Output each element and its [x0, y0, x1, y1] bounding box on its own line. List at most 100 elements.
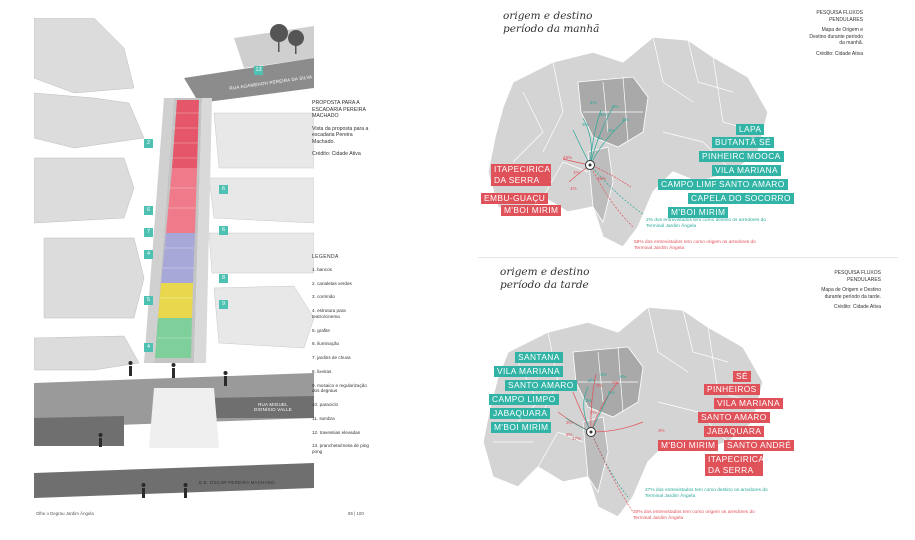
afternoon-info-credit: Crédito: Cidade Ativa — [834, 304, 881, 310]
morning-pct-teal: 5% — [612, 104, 619, 109]
footer-page: 85 | 100 — [348, 511, 364, 516]
afternoon-origin-tag: SÉ — [733, 371, 751, 382]
afternoon-info-title: PESQUISA FLUXOS PENDULARES — [834, 270, 881, 283]
afternoon-origin-tag: JABAQUARA — [704, 426, 765, 437]
marker-8: 8 — [219, 274, 228, 283]
proposal-credit: Crédito: Cidade Ativa — [312, 151, 361, 157]
marker-4a: 4 — [144, 250, 153, 259]
legend-item: 7. jardins de chuva — [312, 355, 351, 361]
morning-dest-tag: CAPELA DO SOCORRO — [688, 193, 794, 204]
street-label-bottom: E.E. OSCAR PEREIRA MACHADO — [199, 480, 275, 485]
footer-left: Olhe o Degrau Jardim Ângela — [36, 511, 94, 516]
morning-dest-tag: SÉ — [756, 137, 774, 148]
morning-info-title: PESQUISA FLUXOS PENDULARES — [816, 10, 863, 23]
afternoon-info-text: Mapa de Origem e Destino durante período… — [821, 287, 881, 300]
morning-pct-teal: 8% — [600, 112, 607, 117]
legend-item: 8. lixeiras — [312, 368, 332, 374]
afternoon-pct-red: 17% — [572, 436, 582, 441]
morning-pct-red: 48% — [563, 155, 573, 160]
afternoon-origin-tag: PINHEIROS — [704, 384, 760, 395]
afternoon-pct-teal: 4% — [608, 390, 615, 395]
morning-dest-tag: MOOCA — [744, 151, 784, 162]
legend-item: 13. prancheta/mesa de ping pong — [312, 443, 369, 455]
morning-dest-tag: PINHEIROS — [699, 151, 755, 162]
morning-dest-tag: SANTO AMARO — [716, 179, 788, 190]
afternoon-pct-red: 2% — [590, 410, 597, 415]
afternoon-dest-tag: CAMPO LIMPO — [489, 394, 559, 405]
afternoon-title-line1: origem e destino — [500, 266, 590, 278]
afternoon-pct-red: 3% — [596, 383, 603, 388]
afternoon-origin-tag: SANTO ANDRÉ — [724, 440, 795, 451]
afternoon-dest-tag: SANTANA — [515, 352, 563, 363]
morning-note-red: 58% dos entrevistados tem como origem os… — [634, 240, 756, 252]
afternoon-origin-tag: ITAPECIRICA DA SERRA — [705, 454, 764, 476]
stairway-proposal-panel: 13 2 6 6 6 7 4 8 5 9 4 RUA AGAMENON PERE… — [34, 18, 374, 526]
legend: LEGENDA 1. bancos 2. canaletas verdes 3.… — [312, 254, 372, 463]
marker-7: 7 — [144, 228, 153, 237]
maps-divider — [478, 257, 898, 258]
afternoon-pct-teal: 6% — [620, 374, 627, 379]
morning-note-teal: 2% dos entrevistados tem como destino os… — [646, 218, 766, 230]
afternoon-title-line2: período da tarde — [500, 278, 589, 291]
afternoon-pct-red: 2% — [566, 432, 573, 437]
marker-5: 5 — [144, 296, 153, 305]
afternoon-map-title: origem e destino período da tarde — [500, 266, 589, 291]
afternoon-origin-tag: SANTO AMARO — [698, 412, 770, 423]
marker-2: 2 — [144, 139, 153, 148]
legend-item: 2. canaletas verdes — [312, 280, 352, 286]
morning-info-text: Mapa de Origem e Destino durante período… — [809, 27, 863, 46]
afternoon-note-teal: 27% dos entrevistados tem como destino o… — [645, 488, 768, 500]
legend-item: 3. corrimão — [312, 294, 335, 300]
morning-dest-tag: VILA MARIANA — [712, 165, 781, 176]
morning-pct-red: 1% — [570, 186, 577, 191]
morning-map-title: origem e destino período da manhã — [503, 10, 599, 35]
legend-item: 1. bancos — [312, 267, 332, 272]
legend-item: 5. grafite — [312, 327, 330, 333]
marker-6a: 6 — [219, 185, 228, 194]
stairway-illustration — [34, 18, 314, 498]
morning-dest-tag: LAPA — [736, 124, 765, 135]
morning-origin-tag: EMBU-GUAÇU — [481, 193, 549, 204]
afternoon-pct-red: 1% — [612, 380, 619, 385]
street-label-middle: RUA MIGUEL DIONÍSIO VALLE — [254, 402, 292, 412]
afternoon-note-red: 30% dos entrevistados tem como origem os… — [633, 510, 755, 522]
afternoon-dest-tag: JABAQUARA — [490, 408, 551, 419]
afternoon-pct-red: 3% — [566, 420, 573, 425]
legend-item: 12. travessias elevadas — [312, 429, 361, 435]
afternoon-origin-tag: VILA MARIANA — [714, 398, 783, 409]
morning-origin-tag: M'BOI MIRIM — [501, 205, 562, 216]
afternoon-pct-red: 3% — [658, 428, 665, 433]
legend-item: 9. mosaico e regularização dos degraus — [312, 382, 367, 394]
marker-6c: 6 — [144, 206, 153, 215]
legend-item: 10. paraciclo — [312, 402, 339, 408]
legend-item: 4. estrutura para teatro/cinema — [312, 308, 346, 319]
afternoon-info: PESQUISA FLUXOS PENDULARES Mapa de Orige… — [815, 270, 881, 315]
marker-4b: 4 — [144, 343, 153, 352]
morning-pct-teal: 4% — [590, 100, 597, 105]
morning-region-map — [487, 36, 769, 248]
afternoon-pct-teal: 3% — [600, 372, 607, 377]
afternoon-dest-tag: M'BOI MIRIM — [491, 422, 552, 433]
morning-pct-red: 1% — [573, 170, 580, 175]
morning-info-credit: Crédito: Cidade Ativa — [816, 50, 863, 57]
morning-dest-tag: BUTANTÃ — [712, 137, 760, 148]
morning-info: PESQUISA FLUXOS PENDULARES Mapa de Orige… — [805, 10, 863, 61]
afternoon-pct-teal: 2% — [588, 378, 595, 383]
morning-pct-teal: 3% — [622, 117, 629, 122]
afternoon-pct-teal: 3% — [585, 398, 592, 403]
afternoon-origin-tag: M'BOI MIRIM — [658, 440, 719, 451]
legend-title: LEGENDA — [312, 254, 339, 260]
morning-pct-teal: 6% — [608, 128, 615, 133]
morning-dest-tag: M'BOI MIRIM — [668, 207, 729, 218]
morning-pct-teal: 7% — [596, 136, 603, 141]
legend-item: 6. iluminação — [312, 341, 340, 347]
legend-item: 11. sombra — [312, 415, 335, 421]
proposal-text: Vista da proposta para a escadaria Perei… — [312, 125, 369, 145]
morning-origin-tag: ITAPECIRICA DA SERRA — [491, 164, 551, 186]
afternoon-dest-tag: VILA MARIANA — [494, 366, 563, 377]
colored-steps — [155, 100, 199, 358]
morning-pct-teal: 3% — [582, 122, 589, 127]
proposal-title: PROPOSTA PARA A ESCADARIA PEREIRA MACHAD… — [312, 100, 366, 119]
morning-title-line1: origem e destino — [503, 10, 593, 22]
